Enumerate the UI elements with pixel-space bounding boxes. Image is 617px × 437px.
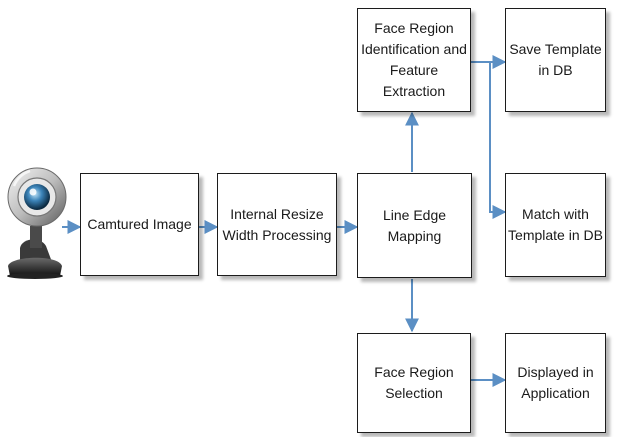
node-line-edge-mapping-label: Line Edge Mapping [382, 206, 447, 244]
node-match-template-label: Match with Template in DB [508, 206, 603, 243]
arrow-face-id-to-match [471, 61, 507, 219]
node-line-edge-mapping: Line Edge Mapping [357, 173, 472, 278]
node-captured-image-label: Camtured Image [87, 216, 192, 232]
node-save-template-label: Save Template in DB [509, 41, 602, 78]
node-save-template: Save Template in DB [505, 8, 606, 112]
node-face-region-identification: Face Region Identification and Feature E… [357, 8, 471, 112]
node-face-region-selection-label: Face Region Selection [374, 364, 454, 401]
webcam-icon [7, 167, 67, 279]
node-captured-image: Camtured Image [80, 173, 199, 276]
node-match-template: Match with Template in DB [505, 173, 606, 277]
node-internal-resize: Internal Resize Width Processing [217, 173, 337, 276]
node-displayed-in-application-label: Displayed in Application [517, 364, 594, 401]
node-internal-resize-label: Internal Resize Width Processing [222, 205, 332, 243]
node-face-region-selection: Face Region Selection [357, 333, 471, 433]
node-face-region-identification-label: Face Region Identification and Feature E… [361, 20, 467, 99]
node-displayed-in-application: Displayed in Application [505, 333, 606, 433]
